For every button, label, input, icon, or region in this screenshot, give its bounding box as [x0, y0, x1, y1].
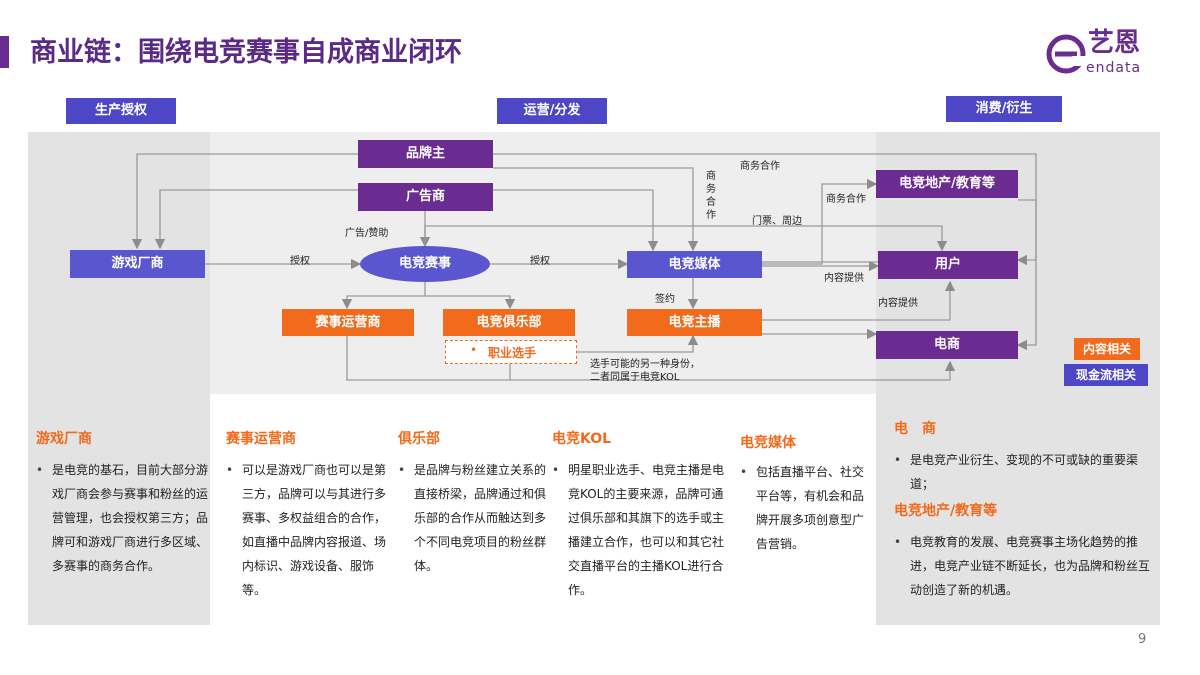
node-event-operator: 赛事运营商	[282, 309, 414, 336]
node-real-estate: 电竞地产/教育等	[876, 170, 1018, 198]
logo-cn-text: 艺恩	[1088, 28, 1141, 58]
label-license-2: 授权	[530, 256, 550, 267]
col-body-media: 包括直播平台、社交平台等，有机会和品牌开展多项创意型广告营销。	[740, 460, 874, 556]
node-pro-player: 职业选手	[488, 346, 537, 360]
label-content-2: 内容提供	[878, 298, 918, 309]
logo-en-text: endata	[1086, 60, 1142, 76]
legend-cash: 现金流相关	[1064, 364, 1148, 386]
col-body-club: 是品牌与粉丝建立关系的直接桥梁，品牌通过和俱乐部的合作从而触达到多个不同电竞项目…	[398, 458, 550, 578]
col-heading-club: 俱乐部	[398, 431, 440, 447]
node-game-maker: 游戏厂商	[70, 250, 205, 278]
label-sign: 签约	[655, 294, 675, 305]
col-heading-media: 电竞媒体	[740, 435, 796, 451]
header-operation: 运营/分发	[497, 98, 607, 124]
node-streamer: 电竞主播	[627, 309, 762, 336]
col-body-game-maker: 是电竞的基石，目前大部分游戏厂商会参与赛事和粉丝的运营管理，也会授权第三方；品牌…	[36, 458, 208, 578]
label-license-1: 授权	[290, 256, 310, 267]
page-number: 9	[1138, 632, 1147, 647]
node-esports-event: 电竞赛事	[360, 246, 490, 282]
col-heading-kol: 电竞KOL	[552, 431, 612, 447]
legend-content: 内容相关	[1074, 338, 1140, 360]
node-esports-media: 电竞媒体	[627, 251, 762, 278]
label-ad-sponsor: 广告/赞助	[345, 228, 389, 239]
node-club: 电竞俱乐部	[443, 309, 575, 336]
node-advertiser: 广告商	[358, 183, 493, 211]
label-tickets: 门票、周边	[752, 216, 802, 227]
label-biz-coop-2: 商务合作	[826, 194, 866, 205]
node-user: 用户	[878, 251, 1018, 279]
col-body-real-estate: 电竞教育的发展、电竞赛事主场化趋势的推进，电竞产业链不断延长，也为品牌和粉丝互动…	[894, 530, 1150, 602]
col-body-event-operator: 可以是游戏厂商也可以是第三方，品牌可以与其进行多赛事、多权益组合的合作，如直播中…	[226, 458, 392, 602]
label-note-line1: 选手可能的另一种身份，	[590, 359, 700, 370]
col-heading-real-estate: 电竞地产/教育等	[894, 503, 998, 519]
col-body-kol: 明星职业选手、电竞主播是电竞KOL的主要来源，品牌可通过俱乐部和其旗下的选手或主…	[552, 458, 734, 602]
header-production: 生产授权	[66, 98, 176, 124]
label-content-1: 内容提供	[824, 273, 864, 284]
node-ecommerce: 电商	[876, 331, 1018, 359]
label-biz-coop-1: 商务合作	[740, 161, 780, 172]
label-biz-coop-vertical: 商务合作	[706, 171, 716, 221]
label-note-line2: 二者同属于电竞KOL	[590, 372, 680, 383]
col-heading-event-operator: 赛事运营商	[226, 431, 296, 447]
col-heading-game-maker: 游戏厂商	[36, 431, 92, 447]
node-pro-player-box	[445, 340, 577, 364]
node-brand: 品牌主	[358, 140, 493, 168]
page-title: 商业链：围绕电竞赛事自成商业闭环	[30, 37, 462, 68]
header-consumption: 消费/衍生	[946, 96, 1062, 122]
title-accent-bar	[0, 36, 9, 68]
col-heading-ecommerce: 电 商	[894, 421, 936, 437]
col-body-ecommerce: 是电竞产业衍生、变现的不可或缺的重要渠道；	[894, 448, 1150, 496]
pro-player-bullet: •	[470, 343, 478, 357]
e-logo-icon	[1046, 34, 1086, 74]
